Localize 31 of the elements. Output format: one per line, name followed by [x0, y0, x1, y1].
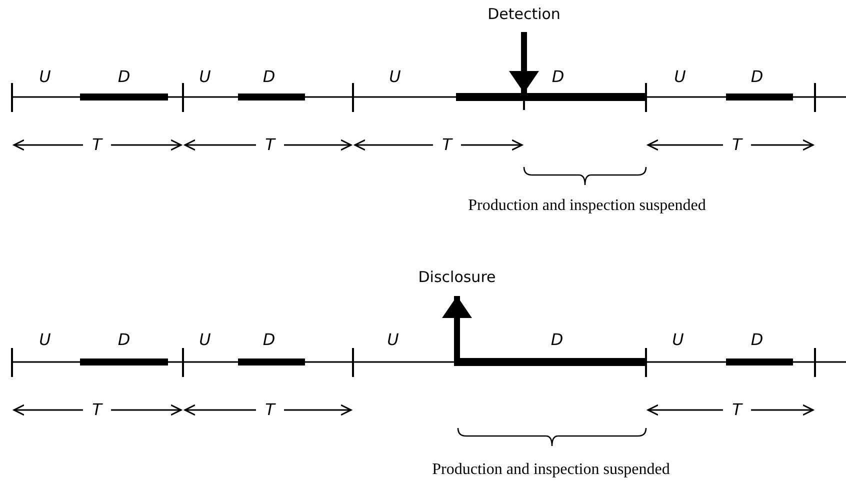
interval-label: T — [732, 135, 742, 155]
arrow — [509, 32, 539, 93]
interval-label: T — [265, 135, 275, 155]
arrow — [442, 296, 472, 358]
interval-label: U — [672, 330, 684, 350]
bracket-caption: Production and inspection suspended — [432, 460, 670, 480]
interval-label: T — [732, 400, 742, 420]
interval-label: D — [550, 330, 564, 350]
interval-label: D — [262, 330, 276, 350]
interval-label: D — [262, 67, 276, 87]
interval-label: U — [674, 67, 686, 87]
interval-label: U — [199, 67, 211, 87]
interval-label: T — [442, 135, 452, 155]
downtime-bar — [454, 358, 646, 366]
interval-label: D — [750, 330, 764, 350]
interval-label: D — [118, 67, 130, 87]
interval-label: U — [389, 67, 401, 87]
event-label: Detection — [488, 4, 560, 24]
interval-label: U — [199, 330, 211, 350]
interval-label: U — [39, 330, 51, 350]
interval-label: D — [552, 67, 564, 87]
bracket-caption: Production and inspection suspended — [468, 196, 706, 216]
interval-label: T — [265, 400, 275, 420]
interval-label: T — [92, 400, 102, 420]
event-label: Disclosure — [418, 267, 496, 287]
interval-label: D — [118, 330, 130, 350]
interval-label: T — [92, 135, 102, 155]
interval-label: U — [387, 330, 399, 350]
interval-label: D — [750, 67, 764, 87]
interval-label: U — [39, 67, 51, 87]
downtime-bar — [456, 93, 646, 101]
